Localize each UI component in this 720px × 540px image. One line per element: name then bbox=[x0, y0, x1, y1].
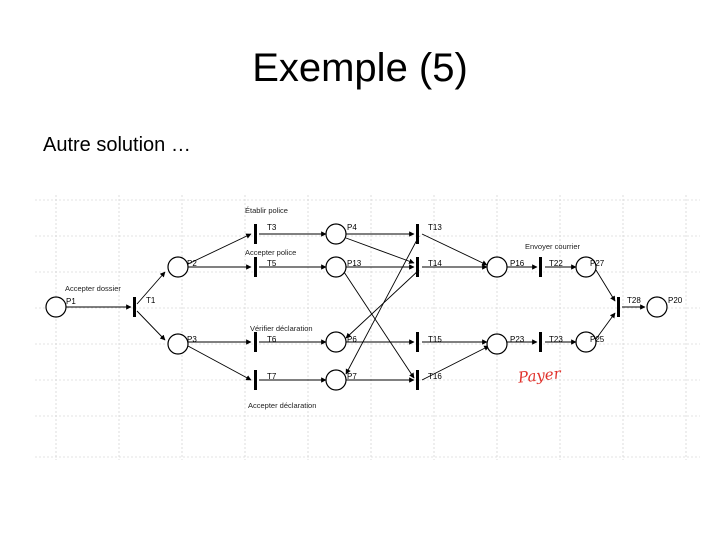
slide-subtitle: Autre solution … bbox=[43, 134, 191, 156]
transition-t28 bbox=[617, 297, 620, 317]
label-p6: P6 bbox=[347, 335, 357, 344]
transition-t6 bbox=[254, 332, 257, 352]
place-p7 bbox=[325, 369, 347, 391]
transition-t3 bbox=[254, 224, 257, 244]
place-p1 bbox=[45, 296, 67, 318]
transition-t23 bbox=[539, 332, 542, 352]
place-p23 bbox=[486, 333, 508, 355]
label-t6: T6 bbox=[267, 335, 277, 344]
transition-t16 bbox=[416, 370, 419, 390]
label-t16: T16 bbox=[428, 372, 442, 381]
label-p2: P2 bbox=[187, 259, 197, 268]
place-p3 bbox=[167, 333, 189, 355]
label-p13: P13 bbox=[347, 259, 362, 268]
place-p16 bbox=[486, 256, 508, 278]
annotation-verifier-declaration: Vérifier déclaration bbox=[250, 324, 313, 333]
transition-t13 bbox=[416, 224, 419, 244]
label-p27: P27 bbox=[590, 259, 605, 268]
label-t15: T15 bbox=[428, 335, 442, 344]
annotation-etablir-police: Établir police bbox=[245, 206, 288, 215]
label-p3: P3 bbox=[187, 335, 197, 344]
place-p27 bbox=[575, 256, 597, 278]
place-p20 bbox=[646, 296, 668, 318]
label-p1: P1 bbox=[66, 297, 76, 306]
label-t1: T1 bbox=[146, 296, 156, 305]
transitions bbox=[133, 224, 620, 390]
transition-t14 bbox=[416, 257, 419, 277]
transition-t5 bbox=[254, 257, 257, 277]
place-p2 bbox=[167, 256, 189, 278]
label-t7: T7 bbox=[267, 372, 277, 381]
label-t28: T28 bbox=[627, 296, 641, 305]
background-grid bbox=[35, 195, 700, 460]
annotation-accepter-dossier: Accepter dossier bbox=[65, 284, 121, 293]
label-p16: P16 bbox=[510, 259, 525, 268]
handwritten-payer: Payer bbox=[516, 364, 562, 387]
label-t23: T23 bbox=[549, 335, 563, 344]
place-p25 bbox=[575, 331, 597, 353]
place-p13 bbox=[325, 256, 347, 278]
label-p7: P7 bbox=[347, 372, 357, 381]
label-t3: T3 bbox=[267, 223, 277, 232]
transition-t7 bbox=[254, 370, 257, 390]
arcs bbox=[66, 231, 646, 383]
annotation-accepter-declaration: Accepter déclaration bbox=[248, 401, 316, 410]
transition-t1 bbox=[133, 297, 136, 317]
node-labels: P1 T1 P2 P3 T3 T5 T6 T7 P4 P13 P6 P7 T13… bbox=[66, 223, 683, 381]
label-p23: P23 bbox=[510, 335, 525, 344]
transition-t15 bbox=[416, 332, 419, 352]
label-p25: P25 bbox=[590, 335, 605, 344]
label-t13: T13 bbox=[428, 223, 442, 232]
label-p20: P20 bbox=[668, 296, 683, 305]
transition-t22 bbox=[539, 257, 542, 277]
label-p4: P4 bbox=[347, 223, 357, 232]
annotation-accepter-police: Accepter police bbox=[245, 248, 296, 257]
slide-title: Exemple (5) bbox=[252, 46, 468, 90]
annotation-envoyer-courrier: Envoyer courrier bbox=[525, 242, 581, 251]
place-p6 bbox=[325, 331, 347, 353]
label-t14: T14 bbox=[428, 259, 442, 268]
place-p4 bbox=[325, 223, 347, 245]
label-t22: T22 bbox=[549, 259, 563, 268]
label-t5: T5 bbox=[267, 259, 277, 268]
places bbox=[45, 223, 668, 391]
annotations: Accepter dossier Établir police Accepter… bbox=[65, 206, 581, 410]
